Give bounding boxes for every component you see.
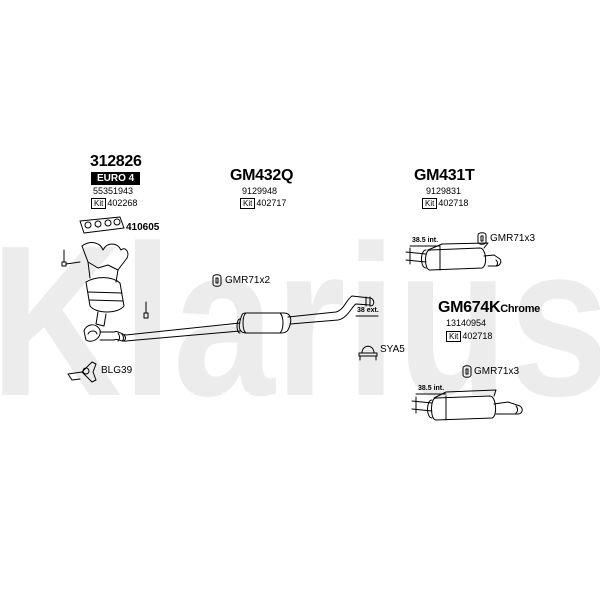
oe-number-gm431t: 9129831: [426, 186, 462, 196]
euro-4-badge: EURO 4: [91, 172, 141, 185]
catalyst-312826-shape: [61, 242, 129, 327]
oe-number-gm674k: 13140954: [446, 318, 487, 328]
part-code-gmr71x3-upper: GMR71x3: [490, 233, 536, 244]
rear-silencer-gm674k-shape: [411, 389, 523, 421]
clamp-sya5-shape: [358, 345, 378, 361]
part-code-sya5: SYA5: [380, 344, 405, 355]
kit-number-gm674k: 402718: [462, 331, 493, 341]
kit-label: Kit: [446, 331, 462, 342]
rear-silencer-gm431t-shape: [405, 242, 502, 271]
part-code-gmr71x3-lower: GMR71x3: [474, 366, 520, 377]
dim-label-gm431t: 38.5 int.: [412, 237, 439, 244]
kit-label: Kit: [91, 198, 107, 209]
oe-number-gm432q: 9129948: [242, 186, 278, 196]
gm674k-code: GM674K: [438, 299, 501, 316]
kit-label: Kit: [422, 198, 438, 209]
part-code-312826: 312826: [90, 153, 142, 170]
part-code-gm674k: GM674KChrome: [438, 299, 540, 317]
kit-label: Kit: [240, 198, 256, 209]
kit-number-gm431t: 402718: [438, 198, 469, 208]
gasket-blg39-shape: [67, 361, 97, 383]
kit-number-312826: 402268: [107, 198, 138, 208]
part-code-gm432q: GM432Q: [230, 167, 294, 184]
dimension-lines: [355, 245, 447, 395]
watermark-text: Klarius: [0, 200, 600, 441]
part-code-gm431t: GM431T: [414, 167, 475, 184]
gm674k-suffix: Chrome: [500, 303, 540, 315]
part-code-blg39: BLG39: [101, 365, 133, 376]
part-code-410605: 410605: [126, 222, 160, 233]
gasket-410605-shape: [79, 216, 125, 234]
dim-label-gm674k: 38.5 int.: [418, 385, 445, 392]
kit-number-gm432q: 402717: [256, 198, 287, 208]
front-pipe-gm432q-shape: [83, 295, 375, 342]
oe-number-312826: 55351943: [93, 186, 134, 196]
part-code-gmr71x2: GMR71x2: [225, 275, 271, 286]
dim-label-pipe-end: 38 ext.: [357, 307, 379, 314]
